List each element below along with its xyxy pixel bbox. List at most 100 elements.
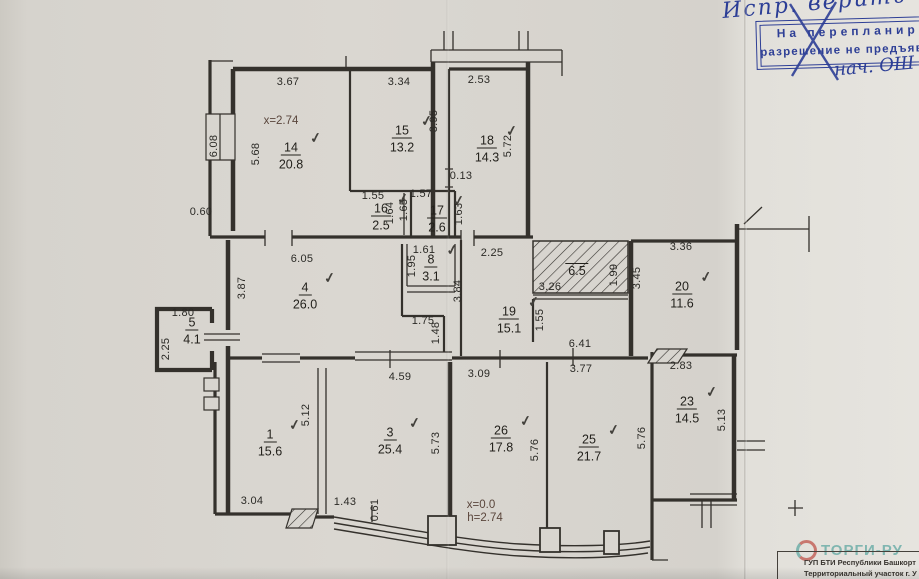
room-label: 1✓15.6 [257,416,302,459]
hatched-wall-segment [285,508,319,529]
room-number: 23 [677,395,697,410]
room-label: 26 ✓ 17.8 [488,412,533,455]
bti-stamp-box: ГУП БТИ Республики Башкорт Территориальн… [777,551,919,579]
dimension-label: 1.75 [411,315,435,327]
room-label: 14 ✓ 20.8 [278,129,323,172]
dimension-label: 1.55 [361,190,385,202]
check-mark-icon: ✓ [322,268,337,287]
dimension-label: 0.13 [449,170,473,182]
elevation-note: x=0.0 [466,499,496,511]
room-number: 17 [427,204,447,219]
room-number: 19 [499,305,519,320]
room-number: 25 [579,433,599,448]
room-area: 14.5 [674,411,700,426]
dimension-label: 6.08 [208,134,220,158]
dimension-label: 2.83 [669,360,693,372]
wall-stubs [203,377,220,411]
room-label: 18✓14.3 [474,122,519,165]
room-label: 4 ✓ 26.0 [292,269,337,312]
dimension-label: 2.25 [160,337,172,361]
room-number: 3 [383,426,397,441]
room-label: 17✓2.6 [427,192,466,235]
room-label: 16✓2.5 [371,190,410,233]
check-mark-icon: ✓ [698,267,713,286]
room-label: 19✓15.1 [497,293,541,336]
check-mark-icon: ✓ [308,128,323,147]
dimension-label: 1.48 [430,321,442,345]
room-area: 15.6 [257,444,283,459]
dimension-label: 5.73 [430,431,442,455]
dimension-label: 0.61 [369,498,381,522]
dimension-label: 1.64 [384,201,396,225]
room-area: 25.4 [377,442,403,457]
room-area: 14.3 [474,150,500,165]
dimension-label: 5.12 [300,403,312,427]
room-label: 8 ✓ 3.1 [422,241,459,284]
bti-org-name: ГУП БТИ Республики Башкорт [804,558,916,567]
room-number: 4 [298,281,312,296]
dimension-label: 3.87 [236,276,248,300]
dimension-label: 1.43 [333,496,357,508]
dimension-label: 5.76 [636,426,648,450]
room-label: 25✓21.7 [577,421,621,464]
dimension-label: 3.09 [467,368,491,380]
bti-territory: Территориальный участок г. У [804,569,917,579]
stamp-line: На перепланировку [776,21,919,41]
dimension-label: 3.04 [240,495,264,507]
check-mark-icon: ✓ [518,411,533,430]
dimension-label: 5.68 [250,142,262,166]
room-area: 2.6 [428,220,446,235]
elevation-note: x=2.74 [263,115,299,127]
room-label: 20 ✓ 11.6 [670,268,713,311]
dimension-label: 2.25 [480,247,504,259]
room-number: 8 [424,253,438,268]
dimension-label: 5.76 [529,438,541,462]
dimension-label: 5.13 [716,408,728,432]
dimension-label: 6.41 [568,338,592,350]
check-mark-icon: ✓ [704,382,719,401]
watermark-text: ТОРГИ-РУ [821,542,903,559]
room-area: 17.8 [488,440,514,455]
check-mark-icon: ✓ [407,413,422,432]
check-mark-icon: ✓ [444,240,459,259]
room-area: 13.2 [389,140,415,155]
dimension-label: 3.34 [387,76,411,88]
dimension-label: 3.95 [428,109,440,133]
dimension-label: 1.80 [171,307,195,319]
dimension-label: 1.65 [398,198,410,222]
dimension-label: 1.99 [608,263,620,287]
dimension-label: 1.95 [406,254,418,278]
dimension-label: 4.59 [388,371,412,383]
room-number: 5 [185,316,199,331]
dimension-label: 3.77 [569,363,593,375]
room-area: 26.0 [292,297,318,312]
elevation-note: h=2.74 [467,512,503,524]
dimension-label: 1.63 [453,202,465,226]
dimension-label: 6.05 [290,253,314,265]
dimension-label: 3.84 [452,279,464,303]
room-label: 3 ✓ 25.4 [377,414,422,457]
room-number: 14 [281,141,301,156]
dimension-label: 0.60 [189,206,213,218]
room-number: 20 [672,280,692,295]
dimension-label: 3.45 [631,266,643,290]
room5-shaft [154,306,215,373]
dimension-label: 5.72 [502,134,514,158]
dimension-label: 1.61 [412,244,436,256]
watermark-circle-icon [796,540,817,561]
dimension-label: 1.57 [409,188,433,200]
room-area: 20.8 [278,157,304,172]
room-area: 2.5 [372,218,390,233]
room-area: 11.6 [670,296,694,311]
room-number: 26 [491,424,511,439]
dimension-label: 2.53 [467,74,491,86]
hatched-wall-segment [646,348,689,364]
dimension-label: 1.55 [534,308,546,332]
dimension-label: 3.26 [538,281,562,293]
room-area: 3.1 [422,269,440,284]
window-piers [427,515,620,555]
check-mark-icon: ✓ [606,420,621,439]
